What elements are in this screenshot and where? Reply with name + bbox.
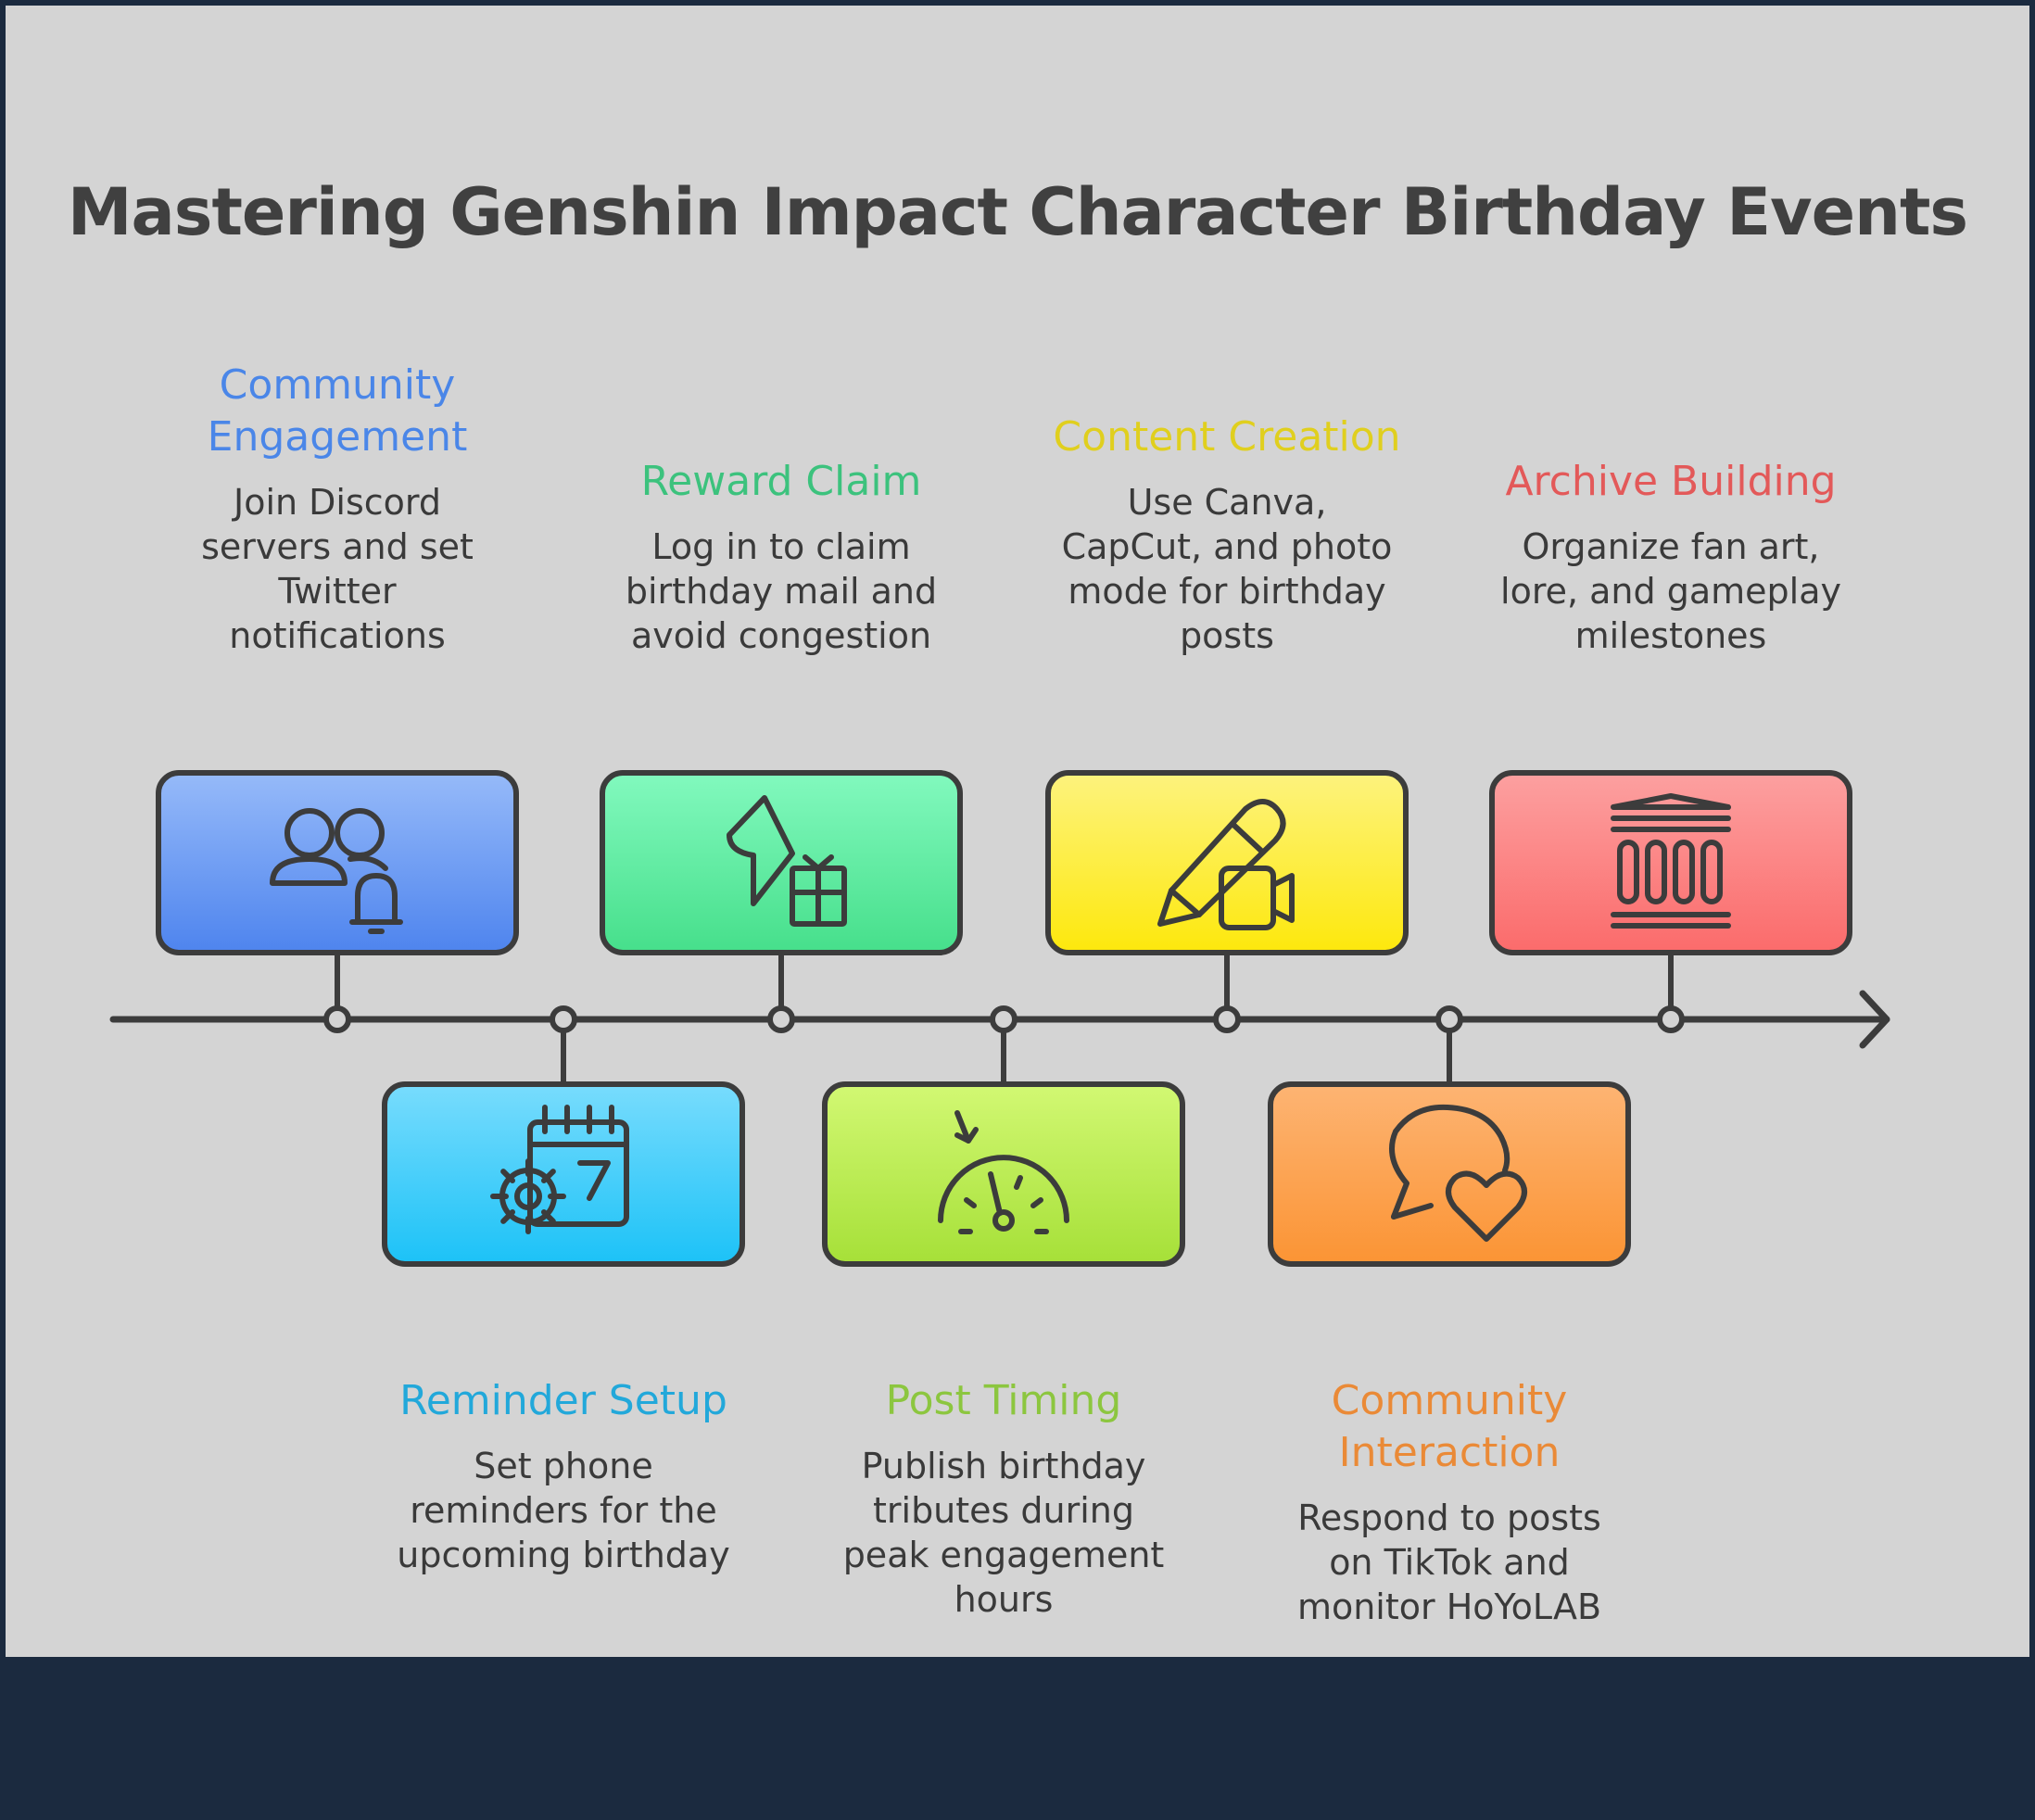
calendar-gear-icon xyxy=(490,1105,629,1234)
stage-card-archive-building xyxy=(1489,770,1852,955)
stage-title-content-creation: Content Creation xyxy=(1023,411,1431,463)
stage-description-line: Twitter xyxy=(278,571,397,612)
stage-description-line: milestones xyxy=(1574,615,1767,656)
timeline-node-post-timing xyxy=(990,1005,1018,1033)
stage-description-line: reminders for the xyxy=(410,1490,717,1531)
stage-title-post-timing: Post Timing xyxy=(800,1375,1207,1427)
stage-description-line: Publish birthday xyxy=(861,1446,1146,1486)
stage-description-line: notifications xyxy=(229,615,446,656)
stage-description-line: Respond to posts xyxy=(1297,1498,1601,1538)
pencil-video-icon xyxy=(1157,799,1295,930)
stage-title-reminder-setup: Reminder Setup xyxy=(360,1375,767,1427)
stage-box-reward-claim xyxy=(600,770,963,955)
stage-box-content-creation xyxy=(1045,770,1409,955)
stage-description-line: servers and set xyxy=(201,526,474,567)
stage-card-content-creation xyxy=(1045,770,1409,955)
stage-title-line: Interaction xyxy=(1338,1429,1561,1476)
stage-description-line: Use Canva, xyxy=(1127,482,1327,523)
stage-description-line: lore, and gameplay xyxy=(1500,571,1841,612)
stage-description-line: Set phone xyxy=(474,1446,653,1486)
stage-card-community-interaction xyxy=(1268,1081,1631,1267)
timeline-node-archive-building xyxy=(1657,1005,1685,1033)
timeline-node-reward-claim xyxy=(767,1005,795,1033)
stage-box-archive-building xyxy=(1489,770,1852,955)
stage-description-line: Organize fan art, xyxy=(1522,526,1820,567)
archive-building-icon xyxy=(1611,793,1731,929)
stage-title-line: Reward Claim xyxy=(640,458,922,505)
timeline-arrowhead xyxy=(1859,990,1890,1049)
stage-box-community-interaction xyxy=(1268,1081,1631,1267)
pointer-gift-icon xyxy=(727,795,847,927)
stage-title-line: Community xyxy=(1331,1377,1568,1424)
stage-title-line: Archive Building xyxy=(1505,458,1837,505)
stage-description-line: avoid congestion xyxy=(630,615,932,656)
stage-description-line: tributes during xyxy=(872,1490,1135,1531)
stage-title-reward-claim: Reward Claim xyxy=(577,456,985,508)
stage-card-reminder-setup xyxy=(382,1081,745,1267)
stage-description-line: on TikTok and xyxy=(1329,1542,1570,1583)
stage-description-line: hours xyxy=(954,1579,1054,1620)
chat-heart-icon xyxy=(1389,1104,1527,1242)
stage-description-line: posts xyxy=(1180,615,1274,656)
stage-title-line: Community xyxy=(219,361,456,409)
timeline-node-community-engagement xyxy=(323,1005,351,1033)
stage-description-line: upcoming birthday xyxy=(397,1535,730,1575)
stage-box-post-timing xyxy=(822,1081,1185,1267)
timeline-node-reminder-setup xyxy=(550,1005,577,1033)
stage-description-line: peak engagement xyxy=(842,1535,1165,1575)
stage-title-line: Post Timing xyxy=(885,1377,1122,1424)
stage-card-post-timing xyxy=(822,1081,1185,1267)
users-bell-icon xyxy=(270,808,403,934)
stage-card-community-engagement xyxy=(156,770,519,955)
stage-description-line: mode for birthday xyxy=(1068,571,1386,612)
speedometer-icon xyxy=(938,1110,1069,1234)
stage-title-archive-building: Archive Building xyxy=(1467,456,1875,508)
stage-description-line: Join Discord xyxy=(233,482,441,523)
timeline-node-content-creation xyxy=(1213,1005,1241,1033)
stage-description-line: birthday mail and xyxy=(625,571,938,612)
stage-title-line: Engagement xyxy=(207,413,468,461)
timeline-node-community-interaction xyxy=(1435,1005,1463,1033)
stage-box-reminder-setup xyxy=(382,1081,745,1267)
stage-title-line: Reminder Setup xyxy=(399,1377,727,1424)
stage-description-line: CapCut, and photo xyxy=(1061,526,1393,567)
stage-description-line: monitor HoYoLAB xyxy=(1296,1586,1602,1627)
stage-card-reward-claim xyxy=(600,770,963,955)
footer-bar xyxy=(0,1657,2035,1820)
page-title: Mastering Genshin Impact Character Birth… xyxy=(67,174,1968,250)
stage-description-line: Log in to claim xyxy=(651,526,911,567)
stage-title-line: Content Creation xyxy=(1053,413,1401,461)
